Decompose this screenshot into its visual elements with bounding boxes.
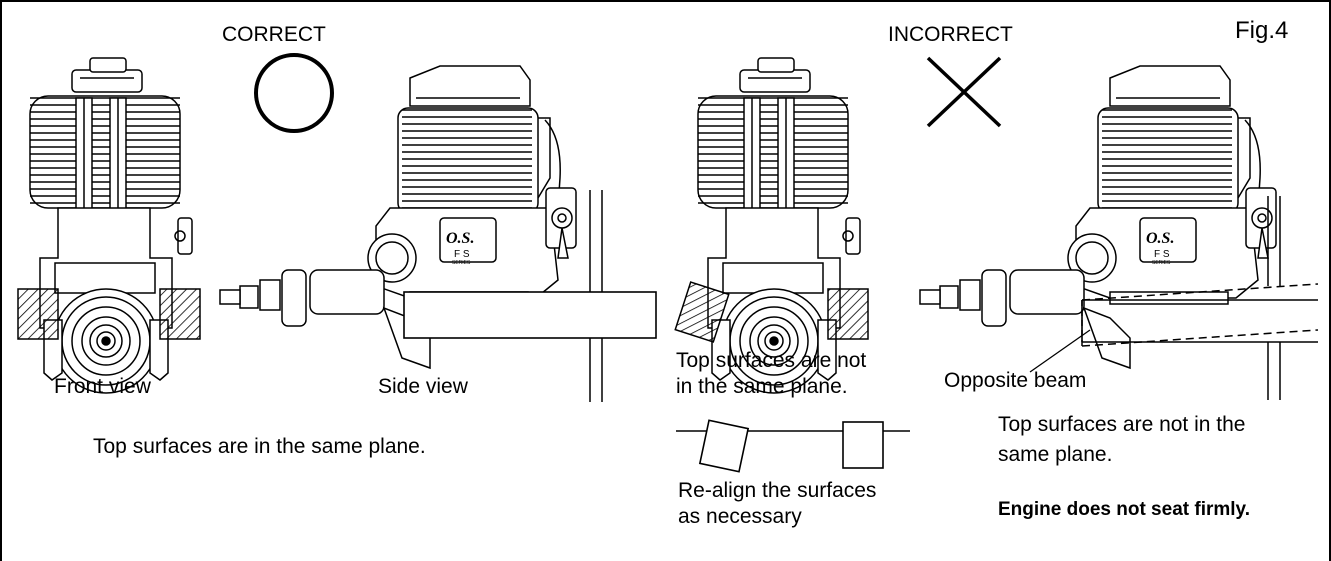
figure-label: Fig.4	[1235, 17, 1289, 44]
engine-side-view-incorrect	[920, 66, 1319, 400]
incorrect-front-caption-line1: Top surfaces are not	[676, 349, 867, 372]
incorrect-side-caption: Top surfaces are not in the same plane.	[998, 410, 1245, 470]
nameplate-series-code-incorrect: F S	[1154, 249, 1170, 260]
opposite-beam-label: Opposite beam	[944, 369, 1087, 392]
correct-caption: Top surfaces are in the same plane.	[93, 435, 426, 458]
nameplate-series-code-correct: F S	[454, 249, 470, 260]
nameplate-series-word-incorrect: SERIES	[1152, 260, 1171, 266]
incorrect-side-caption-line1: Top surfaces are not in the	[998, 413, 1246, 436]
correct-label: CORRECT	[222, 23, 326, 46]
incorrect-side-caption-line2: same plane.	[998, 443, 1113, 466]
incorrect-front-caption: Top surfaces are not in the same plane.	[676, 348, 866, 400]
engine-side-view-correct	[220, 66, 657, 402]
seat-warning: Engine does not seat firmly.	[998, 499, 1250, 520]
engine-front-view-correct	[17, 58, 201, 393]
incorrect-front-caption-line2: in the same plane.	[676, 375, 848, 398]
realign-caption-line2: as necessary	[678, 505, 802, 528]
nameplate-brand-incorrect: O.S.	[1146, 230, 1174, 247]
front-view-label: Front view	[54, 375, 151, 398]
engine-front-view-incorrect	[674, 58, 869, 393]
correct-circle-symbol	[254, 53, 334, 133]
incorrect-cross-symbol	[926, 56, 1002, 128]
side-view-label: Side view	[378, 375, 468, 398]
realign-caption: Re-align the surfaces as necessary	[678, 478, 876, 530]
nameplate-brand-correct: O.S.	[446, 230, 474, 247]
incorrect-label: INCORRECT	[888, 23, 1013, 46]
nameplate-series-word-correct: SERIES	[452, 260, 471, 266]
realign-caption-line1: Re-align the surfaces	[678, 479, 877, 502]
realign-inset-diagram	[676, 419, 910, 473]
